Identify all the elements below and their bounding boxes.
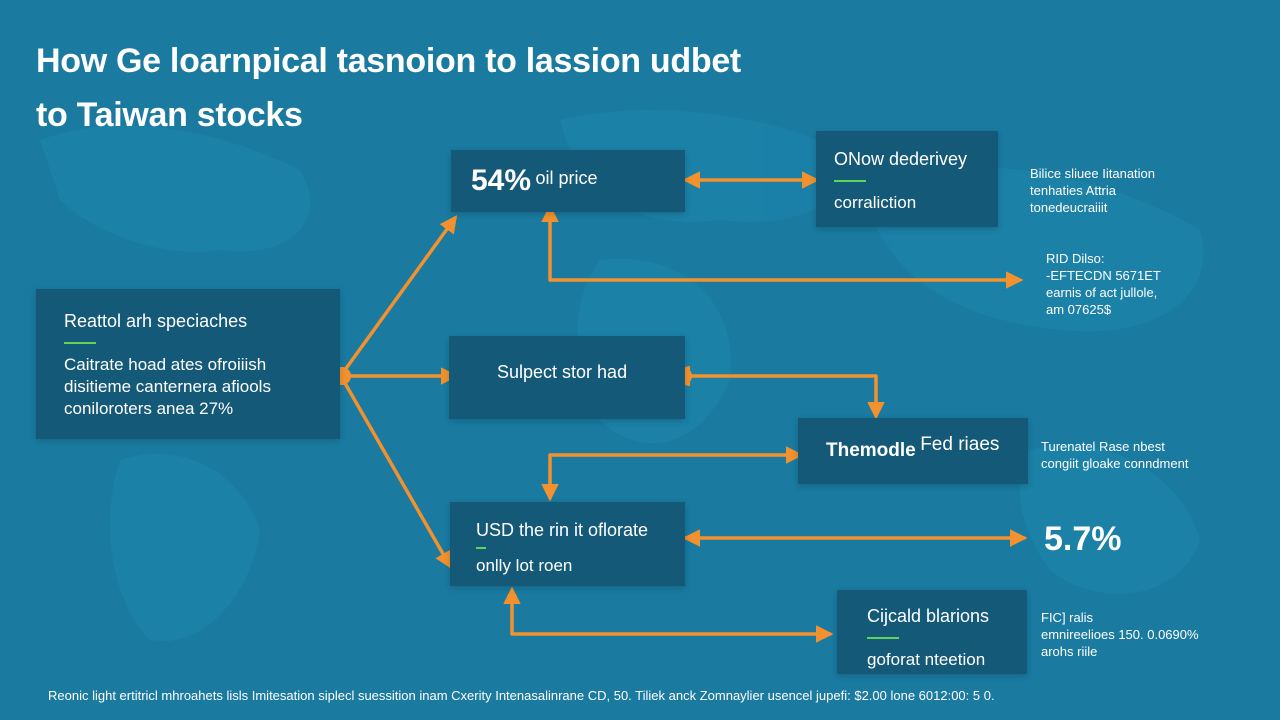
now-box-accent: [834, 180, 866, 182]
page-title: How Ge loarnpical tasnoion to lassion ud…: [36, 34, 936, 142]
note-right-mid-2: -EFTECDN 5671ET: [1046, 268, 1161, 283]
title-line-1: How Ge loarnpical tasnoion to lassion ud…: [36, 42, 741, 80]
subject-box: Sulpect stor had: [449, 336, 685, 419]
oil-price-percent: 54%: [471, 164, 532, 197]
left-box-accent: [64, 342, 96, 344]
note-right-mid-4: am 07625$: [1046, 302, 1112, 317]
now-box: ONow dederivey corraliction: [816, 131, 998, 227]
left-box-body-1: Caitrate hoad ates ofroiiish: [64, 355, 267, 374]
left-box-heading: Reattol arh speciaches: [64, 311, 248, 331]
usd-value: 5.7%: [1044, 520, 1122, 558]
note-right-bottom-1: FIC] ralis: [1041, 610, 1093, 625]
left-box-body-3: coniloroters anea 27%: [64, 399, 234, 418]
left-source-box: Reattol arh speciaches Caitrate hoad ate…: [36, 289, 340, 439]
cijcald-box-heading: Cijcald blarions: [867, 606, 990, 626]
oil-price-box: 54% oil price: [451, 150, 685, 212]
usd-box: USD the rin it oflorate onlly lot roen: [450, 502, 685, 586]
now-box-body: corraliction: [834, 193, 917, 212]
cijcald-box-body: goforat nteetion: [867, 650, 986, 669]
cijcald-box-accent: [867, 637, 899, 639]
left-box-body-2: disitieme canternera afiools: [64, 377, 271, 396]
note-right-top-3: tonedeucraiiit: [1030, 200, 1108, 215]
note-right-mid-1: RID Dilso:: [1046, 251, 1105, 266]
subject-box-label: Sulpect stor had: [497, 362, 628, 382]
usd-box-heading: USD the rin it oflorate: [476, 520, 649, 540]
title-line-2: to Taiwan stocks: [36, 96, 303, 134]
note-right-bottom-2: emnireelioes 150. 0.0690%: [1041, 627, 1199, 642]
note-right-mid-3: earnis of act jullole,: [1046, 285, 1158, 300]
note-right-fed-1: Turenatel Rase nbest: [1041, 439, 1165, 454]
note-right-fed: Turenatel Rase nbest congiit gloake conn…: [1041, 438, 1188, 472]
footer-caption: Reonic light ertitricl mhroahets lisls I…: [48, 688, 995, 703]
note-right-top-1: Bilice sliuee Iitanation: [1030, 166, 1156, 181]
fed-box-label: Fed riaes: [920, 434, 1000, 455]
fed-box-prefix: Themodle: [826, 440, 916, 461]
usd-box-body: onlly lot roen: [476, 556, 573, 575]
oil-price-label: oil price: [535, 168, 598, 188]
fed-box: Themodle Fed riaes: [798, 418, 1028, 484]
note-right-mid: RID Dilso: -EFTECDN 5671ET earnis of act…: [1046, 250, 1161, 318]
note-right-bottom-3: arohs riile: [1041, 644, 1098, 659]
cijcald-box: Cijcald blarions goforat nteetion: [837, 590, 1027, 674]
note-right-fed-2: congiit gloake conndment: [1041, 456, 1189, 471]
note-right-top-2: tenhaties Attria: [1030, 183, 1116, 198]
usd-box-accent: [476, 547, 486, 549]
note-right-top: Bilice sliuee Iitanation tenhaties Attri…: [1030, 165, 1155, 216]
note-right-bottom: FIC] ralis emnireelioes 150. 0.0690% aro…: [1041, 609, 1199, 660]
now-box-heading: ONow dederivey: [834, 149, 968, 169]
